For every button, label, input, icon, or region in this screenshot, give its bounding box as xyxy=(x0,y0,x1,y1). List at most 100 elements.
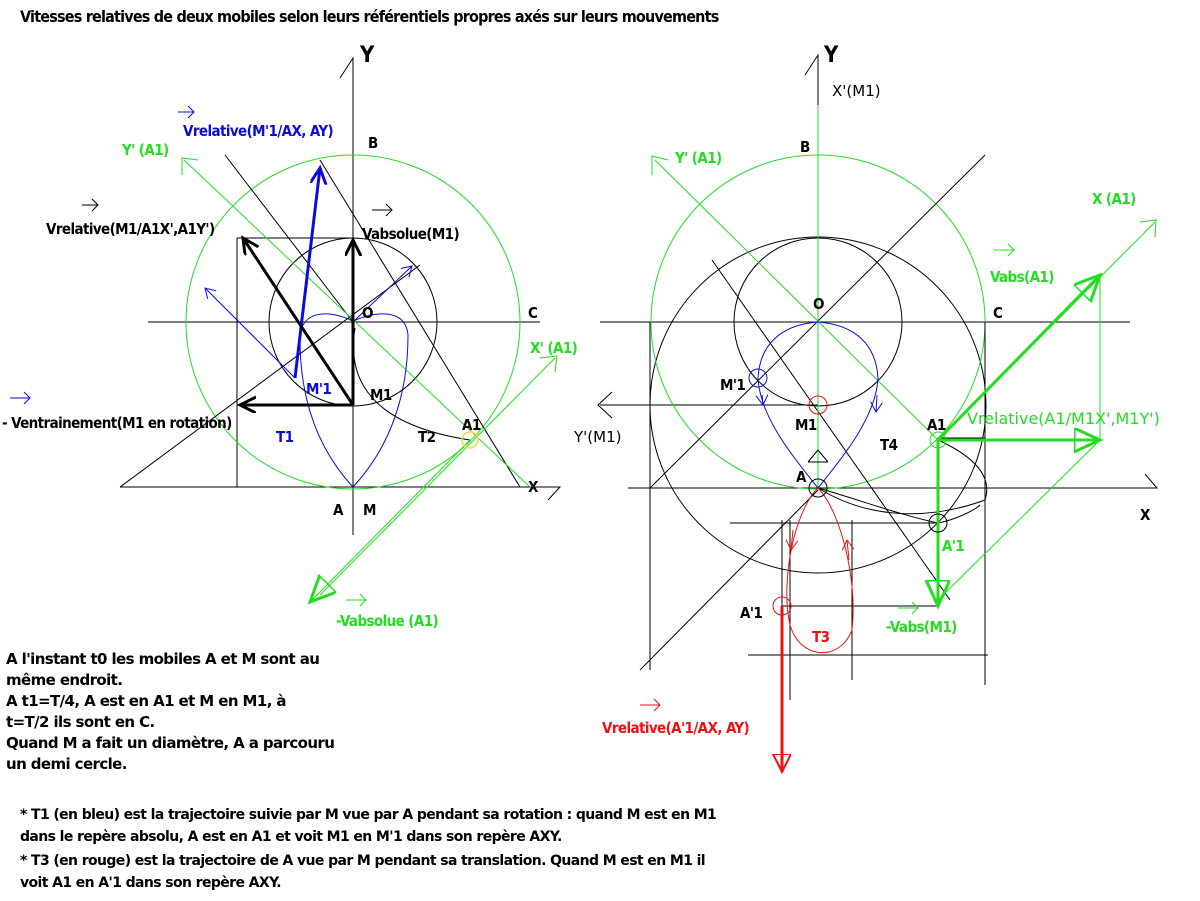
left-vector-vrel-m1 xyxy=(243,238,355,406)
right-point-ap1-black xyxy=(928,513,948,533)
left-label-vrel-m: Vrelative(M1/A1X',A1Y') xyxy=(46,220,215,238)
right-label-x-a1: X (A1) xyxy=(1092,190,1136,208)
right-label-vrel-a1: Vrelative(A1/M1X',M1Y') xyxy=(967,409,1160,428)
right-diagram xyxy=(597,53,1159,772)
right-point-a xyxy=(808,478,828,498)
right-diagonal-2 xyxy=(639,489,819,671)
right-label-c: C xyxy=(993,304,1003,322)
left-vector-minus-vabs-a1 xyxy=(310,439,471,602)
right-label-ap1-green: A'1 xyxy=(942,537,964,555)
left-label-t2: T2 xyxy=(418,428,436,446)
right-trajectory-t4 xyxy=(817,439,988,515)
note-line: dans le repère absolu, A est en A1 et vo… xyxy=(20,829,562,845)
right-red-arrow-right xyxy=(847,540,849,561)
right-label-a: A xyxy=(796,468,807,486)
right-point-ap1-red xyxy=(772,596,792,616)
overarrow-vrel-m-icon xyxy=(82,198,99,212)
notes-paragraph-2: * T1 (en bleu) est la trajectoire suivie… xyxy=(20,804,717,848)
left-label-m1: M1 xyxy=(370,386,392,404)
right-blue-arrow-right xyxy=(876,394,877,412)
right-axis-y-a1 xyxy=(654,159,939,441)
note-line: un demi cercle. xyxy=(6,755,127,773)
right-small-arrow-a-icon xyxy=(807,449,829,463)
overarrow-minus-vabs-m1-icon xyxy=(898,601,919,615)
right-diagonal-3 xyxy=(711,259,951,601)
right-axis-y-a1-arrow-icon xyxy=(651,155,669,175)
left-label-a1: A1 xyxy=(462,416,481,434)
right-trajectory-t4-lower xyxy=(817,487,981,524)
right-label-y: Y xyxy=(823,43,839,68)
left-label-c: C xyxy=(528,304,538,322)
right-label-yp-m1: Y'(M1) xyxy=(573,428,621,446)
left-diagonal-1 xyxy=(119,264,421,488)
right-label-o: O xyxy=(813,295,824,313)
right-y-axis-arrow-icon xyxy=(804,53,819,76)
note-line: voit A1 en A'1 dans son repère AXY. xyxy=(20,875,282,891)
left-axis-y-a1-arrow-icon xyxy=(181,157,199,175)
note-line: t=T/2 ils sont en C. xyxy=(6,713,155,731)
left-blue-helper-line xyxy=(205,288,296,379)
notes-paragraph-3: * T3 (en rouge) est la trajectoire de A … xyxy=(20,850,706,894)
note-line: Quand M a fait un diamètre, A a parcouru xyxy=(6,734,335,752)
right-vector-vabs-a1 xyxy=(936,275,1100,442)
note-line: * T1 (en bleu) est la trajectoire suivie… xyxy=(20,807,717,823)
left-label-vabs-m1: Vabsolue(M1) xyxy=(362,225,459,243)
note-line: * T3 (en rouge) est la trajectoire de A … xyxy=(20,853,706,869)
right-label-t3: T3 xyxy=(812,628,830,646)
right-label-m1: M1 xyxy=(795,416,817,434)
left-overarrows xyxy=(10,105,393,607)
right-label-y-a1: Y' (A1) xyxy=(674,149,722,167)
left-label-y-a1: Y' (A1) xyxy=(121,141,169,159)
right-label-a1: A1 xyxy=(927,416,946,434)
right-x-axis-arrow-icon xyxy=(1144,473,1159,489)
left-diagonal-3 xyxy=(319,159,521,488)
right-label-mp1: M'1 xyxy=(720,376,745,394)
left-label-vrel-m1-blue: Vrelative(M'1/AX, AY) xyxy=(183,122,334,140)
right-point-mp1 xyxy=(748,368,768,388)
left-big-circle xyxy=(185,154,521,490)
left-label-a: A xyxy=(333,501,344,519)
left-label-b: B xyxy=(368,134,378,152)
page-title: Vitesses relatives de deux mobiles selon… xyxy=(20,7,719,26)
left-label-y: Y xyxy=(359,43,375,68)
notes-paragraph-1: A l'instant t0 les mobiles A et M sont a… xyxy=(6,649,335,775)
note-line: A l'instant t0 les mobiles A et M sont a… xyxy=(6,650,320,668)
left-point-a1-marker xyxy=(461,431,479,449)
right-axis-x-a1-arrow-icon xyxy=(1139,219,1157,238)
overarrow-minus-vabs-a1-icon xyxy=(346,593,367,607)
overarrow-vrel-m1-blue-icon xyxy=(178,105,195,119)
right-overarrows xyxy=(640,243,1015,712)
right-label-x: X xyxy=(1140,506,1151,524)
right-point-a1 xyxy=(929,431,947,449)
right-blue-arrow-left xyxy=(762,395,763,405)
left-label-x: X xyxy=(528,478,539,496)
left-axis-x-a1-arrow-icon xyxy=(539,355,558,373)
left-diagram xyxy=(119,56,562,602)
note-line: même endroit. xyxy=(6,671,123,689)
left-label-minus-vabs-a1: -Vabsolue (A1) xyxy=(336,612,438,630)
right-label-b: B xyxy=(800,138,810,156)
left-x-axis-arrow-icon xyxy=(547,486,562,501)
overarrow-vrel-ap1-icon xyxy=(640,698,661,712)
right-label-minus-vabs-m1: -Vabs(M1) xyxy=(886,618,957,636)
right-label-xp-m1: X'(M1) xyxy=(832,82,881,100)
left-label-ventrainement: - Ventrainement(M1 en rotation) xyxy=(2,414,232,432)
right-label-ap1-black: A'1 xyxy=(740,604,762,622)
left-label-m: M xyxy=(363,501,376,519)
left-label-x-a1: X' (A1) xyxy=(530,339,578,357)
overarrow-vabs-a1-icon xyxy=(994,243,1015,257)
left-vector-vrel-m1-blue xyxy=(293,168,320,379)
right-label-t4: T4 xyxy=(880,436,898,454)
left-label-mp1: M'1 xyxy=(306,380,331,398)
left-axis-x-a1 xyxy=(319,357,556,596)
right-label-vrel-ap1: Vrelative(A'1/AX, AY) xyxy=(602,719,750,737)
right-axis-y-prime-m1-arrow-icon xyxy=(597,391,613,419)
left-y-axis-arrow-icon xyxy=(339,56,354,79)
right-red-arrow-left xyxy=(791,529,793,550)
overarrow-vabs-m1-icon xyxy=(372,203,393,217)
right-point-m1 xyxy=(808,395,828,415)
right-label-vabs-a1: Vabs(A1) xyxy=(990,268,1054,286)
right-green-helper-2 xyxy=(937,439,1101,601)
left-diagonal-2 xyxy=(224,154,354,323)
